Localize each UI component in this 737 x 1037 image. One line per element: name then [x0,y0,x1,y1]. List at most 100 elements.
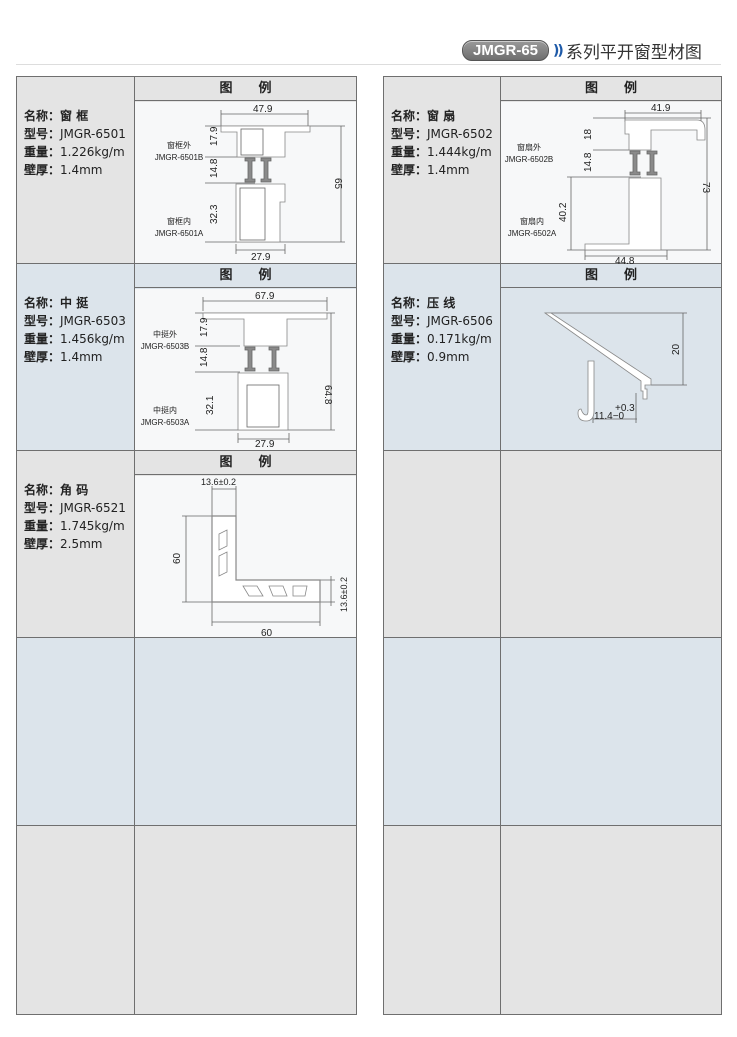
model-label: 型号： [24,127,61,141]
figure-cell: 图例 41.9 18 [501,77,721,267]
dim-width-bottom: 27.9 [251,252,271,263]
dim-width-top: 41.9 [651,103,671,114]
empty-cell [17,826,135,1014]
model-label: 型号： [391,127,428,141]
dim-right-height: 13.6±0.2 [339,577,349,612]
product-wall: 0.9mm [427,350,470,364]
name-label: 名称： [391,296,428,310]
dim-bottom-width: 60 [261,628,273,638]
wall-label: 壁厚： [24,350,61,364]
weight-label: 重量： [391,145,428,159]
product-model: JMGR-6506 [427,314,493,328]
dim-h3: 32.1 [205,395,216,415]
part-inner-name: 中挺内 [153,405,177,415]
product-row-6501: 名称：窗 框 型号：JMGR-6501 重量：1.226kg/m 壁厚：1.4m… [17,77,356,264]
dim-h3: 32.3 [209,204,220,224]
arrows-icon: )) [553,42,564,59]
dim-h2: 14.8 [199,347,210,367]
product-weight: 0.171kg/m [427,332,492,346]
weight-label: 重量： [24,145,61,159]
part-outer-code: JMGR-6503B [141,342,189,351]
wall-label: 壁厚： [24,163,61,177]
profile-drawing-6502: 41.9 18 14.8 40.2 73 44.8 窗扇外 JMGR-6502B… [501,102,721,267]
dim-h3: 40.2 [558,202,569,222]
part-outer-name: 窗框外 [167,140,191,150]
dim-tolerance: +0.3 [615,403,635,414]
product-weight: 1.745kg/m [60,519,125,533]
profile-drawing-6501: 47.9 17.9 14.8 32.3 65 27.9 窗框外 JMGR-650… [135,102,356,263]
model-label: 型号： [24,501,61,515]
empty-cell [384,451,501,637]
product-row-6521: 名称：角 码 型号：JMGR-6521 重量：1.745kg/m 壁厚：2.5m… [17,451,356,639]
dim-width-top: 47.9 [253,104,273,115]
empty-row [17,638,356,826]
product-wall: 1.4mm [60,163,103,177]
empty-row [384,826,721,1014]
product-name: 角 码 [60,483,89,497]
product-info: 名称：窗 框 型号：JMGR-6501 重量：1.226kg/m 壁厚：1.4m… [17,77,135,263]
dim-h2: 14.8 [209,158,220,178]
empty-cell [501,638,721,825]
empty-cell [17,638,135,825]
name-label: 名称： [24,483,61,497]
wall-label: 壁厚： [391,350,428,364]
empty-cell [501,451,721,637]
name-label: 名称： [24,296,61,310]
empty-row [384,638,721,826]
product-info: 名称：窗 扇 型号：JMGR-6502 重量：1.444kg/m 壁厚：1.4m… [384,77,501,263]
figure-header: 图例 [501,77,721,101]
product-weight: 1.226kg/m [60,145,125,159]
empty-cell [135,638,356,825]
model-label: 型号： [391,314,428,328]
dim-width-top: 67.9 [255,291,275,302]
figure-header: 图例 [501,264,721,288]
product-wall: 2.5mm [60,537,103,551]
product-model: JMGR-6501 [60,127,126,141]
product-info: 名称：中 挺 型号：JMGR-6503 重量：1.456kg/m 壁厚：1.4m… [17,264,135,450]
dim-h1: 17.9 [209,126,220,146]
empty-cell [384,826,501,1014]
dim-total-height: 73 [700,182,711,194]
dim-h1: 17.9 [199,317,210,337]
dim-width: 11.4−0 [594,411,625,422]
product-info: 名称：角 码 型号：JMGR-6521 重量：1.745kg/m 壁厚：2.5m… [17,451,135,637]
page-title: 系列平开窗型材图 [565,43,702,63]
wall-label: 壁厚： [391,163,428,177]
left-table: 名称：窗 框 型号：JMGR-6501 重量：1.226kg/m 壁厚：1.4m… [16,76,357,1015]
series-badge: JMGR-65 [462,40,550,61]
part-outer-name: 中挺外 [153,329,177,339]
model-label: 型号： [24,314,61,328]
wall-label: 壁厚： [24,537,61,551]
dim-top-width: 13.6±0.2 [201,477,236,487]
part-inner-name: 窗框内 [167,216,191,226]
header-divider [16,64,721,65]
dim-height: 20 [671,343,682,355]
product-weight: 1.444kg/m [427,145,492,159]
product-row-6502: 名称：窗 扇 型号：JMGR-6502 重量：1.444kg/m 壁厚：1.4m… [384,77,721,267]
part-inner-code: JMGR-6502A [508,229,557,238]
name-label: 名称： [391,109,428,123]
product-model: JMGR-6503 [60,314,126,328]
product-wall: 1.4mm [60,350,103,364]
empty-cell [384,638,501,825]
part-outer-code: JMGR-6501B [155,153,203,162]
product-wall: 1.4mm [427,163,470,177]
figure-header: 图例 [135,77,356,101]
dim-width-bottom: 44.8 [615,256,635,264]
weight-label: 重量： [391,332,428,346]
figure-header: 图例 [135,264,356,288]
name-label: 名称： [24,109,61,123]
dim-h1: 18 [583,128,594,140]
dim-width-bottom: 27.9 [255,439,275,450]
figure-cell: 图例 67.9 [135,264,356,450]
dim-h2: 14.8 [583,152,594,172]
profile-drawing-6506: 20 +0.3 11.4−0 [501,289,721,450]
product-model: JMGR-6521 [60,501,126,515]
part-inner-code: JMGR-6503A [141,418,190,427]
dim-total-height: 64.8 [322,385,333,405]
profile-drawing-6521: 13.6±0.2 60 13.6±0.2 60 [135,476,356,639]
weight-label: 重量： [24,332,61,346]
part-inner-name: 窗扇内 [520,216,544,226]
part-outer-name: 窗扇外 [517,142,541,152]
empty-cell [135,826,356,1014]
